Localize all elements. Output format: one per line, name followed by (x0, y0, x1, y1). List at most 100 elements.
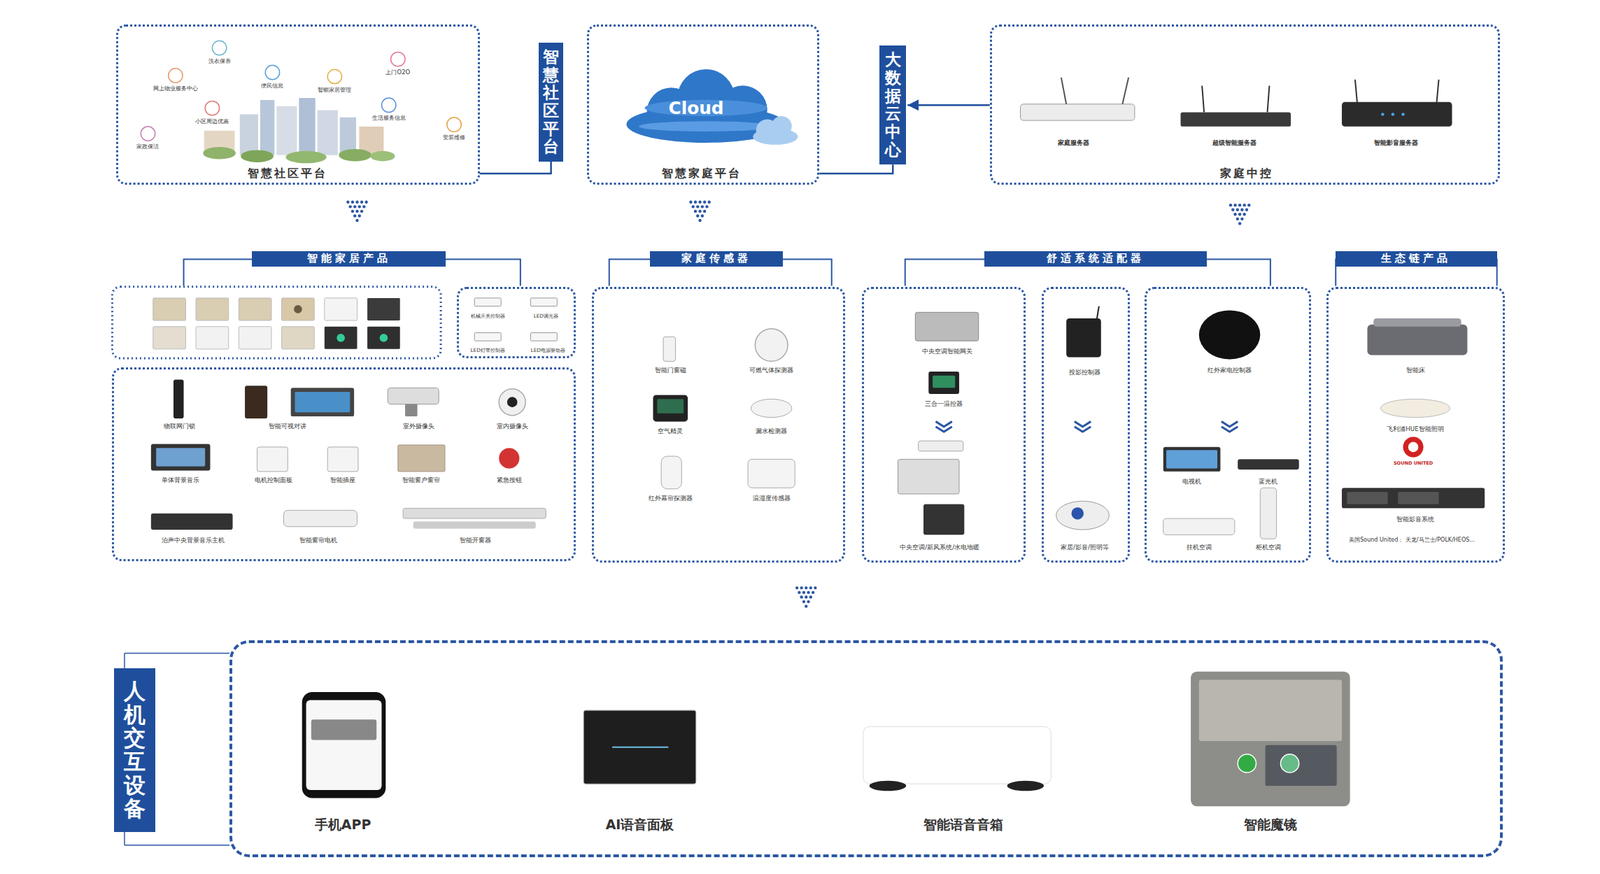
illustration-part (935, 421, 952, 432)
arrow-dot (353, 204, 357, 208)
illustration-part (915, 312, 979, 341)
arrow-dot (698, 200, 702, 204)
device-shape (295, 391, 351, 413)
illustration-part (311, 719, 377, 740)
illustration-part (1056, 500, 1110, 530)
device-shape (652, 394, 688, 422)
arrow-dot (1233, 203, 1237, 207)
arrow-dot (806, 590, 810, 594)
item-label: LED灯带控制器 (470, 347, 506, 355)
device-shape (1403, 436, 1424, 457)
illustration-part (1346, 491, 1388, 505)
device-shape (656, 398, 684, 413)
item-label: 洗衣保养 (208, 57, 231, 65)
illustration-part (153, 298, 187, 321)
illustration-part (1163, 518, 1235, 535)
device-shape (1380, 398, 1450, 417)
device-shape (1341, 102, 1453, 127)
vertical-band: 智慧社区平台 (538, 42, 564, 162)
chevron (935, 426, 952, 432)
item-label: 机械开关控制器 (470, 313, 506, 320)
item-label: LED调光器 (533, 313, 559, 320)
illustration-part (338, 149, 372, 162)
illustration-part (324, 298, 358, 321)
item-label: 泊声中央背景音乐主机 (161, 536, 225, 545)
arrow-dot (797, 590, 801, 594)
device-shape (1199, 679, 1342, 741)
illustration-part (293, 305, 303, 314)
arrow-dot (804, 586, 808, 590)
illustration-part (123, 652, 125, 669)
arrow-dot (811, 590, 815, 594)
device-shape (1180, 111, 1292, 126)
arrow-dot (795, 586, 799, 590)
illustration-part (863, 726, 1051, 784)
group-box: 智能床飞利浦HUE智能照明SOUND UNITED智能影音系统美国Sound U… (1326, 286, 1505, 563)
arrow-dot (1236, 208, 1240, 212)
wire-line (1201, 86, 1205, 113)
device-shape (291, 387, 355, 417)
illustration-part (1201, 86, 1205, 113)
device-shape (1071, 507, 1084, 520)
illustration-part (1061, 77, 1067, 105)
device-shape (140, 126, 155, 141)
illustration-part (124, 652, 230, 654)
illustration-part (1074, 421, 1091, 432)
illustration-part (1066, 318, 1102, 357)
illustration-part (387, 387, 439, 404)
device-shape (168, 68, 183, 83)
wire-line (612, 746, 669, 748)
band-text: 智慧社区平台 (542, 48, 559, 157)
device-shape (863, 726, 1051, 784)
item-label: 智能插座 (330, 476, 356, 485)
illustration-part (918, 440, 964, 452)
device-shape (530, 332, 557, 341)
illustration-part (295, 391, 351, 413)
arrow-dot (1247, 203, 1251, 207)
device-shape (302, 691, 387, 799)
device-shape (367, 326, 401, 350)
cloud-text: Cloud (668, 97, 724, 119)
item-label: 小区周边优惠 (195, 117, 229, 125)
illustration-part (1020, 104, 1135, 121)
arrow-dot (1231, 208, 1235, 212)
illustration-part (1096, 306, 1100, 320)
arrow-dot (1238, 221, 1242, 225)
item-label: 手机APP (314, 816, 371, 833)
device-shape (260, 100, 275, 156)
item-label: 室外摄像头 (402, 422, 435, 431)
wire-line (1267, 86, 1270, 113)
illustration-part (398, 444, 445, 472)
illustration-part (413, 521, 536, 529)
illustration-part (195, 298, 229, 321)
device-shape (1408, 442, 1419, 453)
illustration-part (754, 328, 788, 362)
arrow-dot (694, 200, 697, 204)
device-shape (239, 114, 259, 155)
device-shape (327, 69, 342, 84)
wire-line (1122, 77, 1129, 105)
illustration-part (1367, 324, 1468, 356)
arrow-dot (351, 209, 355, 213)
item-label: 中央空调/新风系统/水电地暖 (899, 543, 980, 552)
header-text: 舒适系统适配器 (1046, 251, 1145, 266)
illustration-part (306, 700, 382, 790)
device-shape (1397, 491, 1439, 505)
illustration-part (211, 40, 226, 55)
arrow-dot (1238, 212, 1242, 216)
arrow-dot (355, 218, 359, 222)
device-shape (285, 151, 327, 164)
device-shape (293, 305, 303, 314)
item-label: 红外幕帘探测器 (648, 494, 693, 503)
device-shape (281, 298, 315, 321)
illustration-part (612, 746, 669, 748)
illustration-part (327, 69, 342, 84)
illustration-part (370, 151, 395, 162)
illustration-part (928, 371, 960, 394)
arrow-dot (360, 209, 364, 213)
item-label: 三合一温控器 (924, 400, 963, 408)
item-label: SOUND UNITED (1393, 461, 1433, 467)
illustration-part (281, 326, 315, 350)
illustration-part (111, 286, 441, 359)
